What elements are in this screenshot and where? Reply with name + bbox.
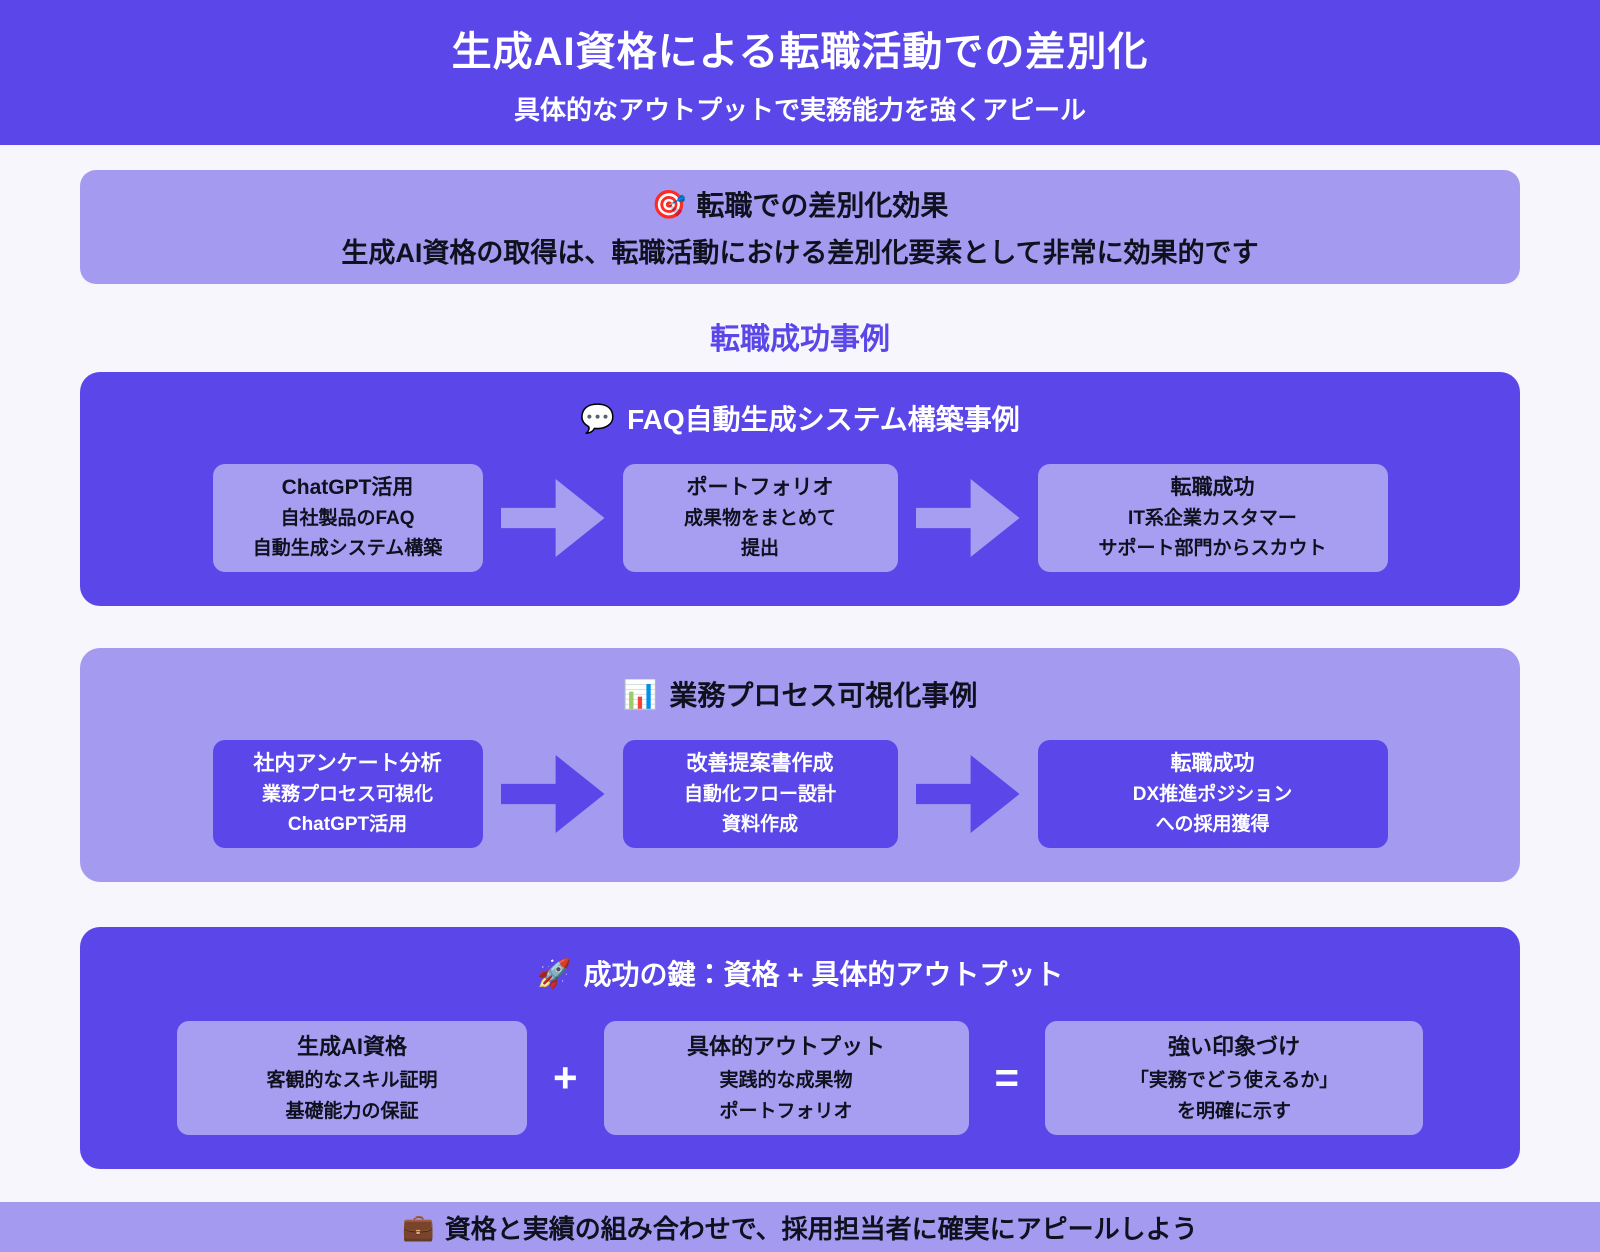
case1-step-2: ポートフォリオ 成果物をまとめて 提出	[622, 464, 898, 572]
footer-banner: 💼 資格と実績の組み合わせで、採用担当者に確実にアピールしよう	[0, 1202, 1600, 1252]
step-line: IT系企業カスタマー	[1128, 508, 1297, 529]
arrow-right-icon	[915, 755, 1020, 833]
formula-line: 強い印象づけ	[1168, 1034, 1301, 1059]
highlight-title: 転職での差別化効果	[696, 190, 949, 221]
step-line: 成果物をまとめて	[683, 508, 836, 529]
highlight-body: 生成AI資格の取得は、転職活動における差別化要素として非常に効果的です	[341, 238, 1259, 268]
formula-item-2: 具体的アウトプット 実践的な成果物 ポートフォリオ	[603, 1021, 969, 1135]
arrow-right-icon	[500, 755, 605, 833]
step-line: 転職成功	[1170, 752, 1255, 775]
case1-title-row: 💬 FAQ自動生成システム構築事例	[80, 398, 1520, 438]
formula-flow: 生成AI資格 客観的なスキル証明 基礎能力の保証 + 具体的アウトプット 実践的…	[80, 1021, 1520, 1135]
page-subtitle: 具体的なアウトプットで実務能力を強くアピール	[513, 94, 1086, 125]
equals-sign: =	[994, 1054, 1020, 1101]
case2-title-row: 📊 業務プロセス可視化事例	[80, 674, 1520, 714]
case1-step-3: 転職成功 IT系企業カスタマー サポート部門からスカウト	[1037, 464, 1388, 572]
step-line: 資料作成	[721, 814, 798, 835]
step-line: 業務プロセス可視化	[261, 784, 433, 805]
briefcase-icon: 💼	[402, 1211, 435, 1242]
step-line: サポート部門からスカウト	[1098, 538, 1327, 559]
step-line: 自社製品のFAQ	[280, 508, 415, 529]
case1-flow: ChatGPT活用 自社製品のFAQ 自動生成システム構築 ポートフォリオ 成果…	[80, 464, 1520, 572]
arrow-right-icon	[915, 479, 1020, 557]
case2-step-1: 社内アンケート分析 業務プロセス可視化 ChatGPT活用	[212, 740, 483, 848]
section-heading: 転職成功事例	[710, 323, 890, 356]
formula-line: 基礎能力の保証	[285, 1101, 419, 1122]
target-icon: 🎯	[651, 188, 687, 220]
bar-chart-icon: 📊	[622, 678, 658, 710]
step-line: への採用獲得	[1155, 814, 1270, 835]
case2-card: 📊 業務プロセス可視化事例 社内アンケート分析 業務プロセス可視化 ChatGP…	[80, 648, 1520, 882]
formula-line: 客観的なスキル証明	[266, 1070, 438, 1091]
step-line: ChatGPT活用	[287, 814, 408, 835]
formula-line: を明確に示す	[1177, 1101, 1292, 1122]
case2-step-3: 転職成功 DX推進ポジション への採用獲得	[1037, 740, 1388, 848]
step-line: 転職成功	[1170, 476, 1255, 499]
step-line: 提出	[740, 538, 779, 559]
page-title: 生成AI資格による転職活動での差別化	[451, 29, 1149, 74]
step-line: ポートフォリオ	[686, 476, 834, 499]
formula-line: 「実務でどう使えるか」	[1129, 1070, 1339, 1091]
step-line: 自動化フロー設計	[683, 784, 836, 805]
case1-card: 💬 FAQ自動生成システム構築事例 ChatGPT活用 自社製品のFAQ 自動生…	[80, 372, 1520, 606]
case2-flow: 社内アンケート分析 業務プロセス可視化 ChatGPT活用 改善提案書作成 自動…	[80, 740, 1520, 848]
formula-line: 実践的な成果物	[719, 1070, 853, 1091]
formula-line: ポートフォリオ	[719, 1101, 853, 1122]
highlight-title-row: 🎯 転職での差別化効果	[100, 184, 1500, 224]
case2-title: 業務プロセス可視化事例	[669, 680, 978, 711]
arrow-right-icon	[500, 479, 605, 557]
rocket-icon: 🚀	[536, 957, 572, 989]
case1-title: FAQ自動生成システム構築事例	[627, 404, 1020, 435]
footer-text: 資格と実績の組み合わせで、採用担当者に確実にアピールしよう	[444, 1213, 1198, 1244]
formula-card: 🚀 成功の鍵：資格 + 具体的アウトプット 生成AI資格 客観的なスキル証明 基…	[80, 927, 1520, 1169]
formula-line: 生成AI資格	[296, 1034, 407, 1059]
speech-balloon-icon: 💬	[580, 402, 616, 434]
plus-sign: +	[552, 1054, 578, 1101]
formula-line: 具体的アウトプット	[686, 1034, 885, 1059]
step-line: 改善提案書作成	[686, 752, 834, 775]
formula-title: 成功の鍵：資格 + 具体的アウトプット	[583, 959, 1064, 990]
case1-step-1: ChatGPT活用 自社製品のFAQ 自動生成システム構築	[212, 464, 483, 572]
formula-item-3: 強い印象づけ 「実務でどう使えるか」 を明確に示す	[1045, 1021, 1424, 1135]
page-header: 生成AI資格による転職活動での差別化 具体的なアウトプットで実務能力を強くアピー…	[0, 0, 1600, 145]
case2-step-2: 改善提案書作成 自動化フロー設計 資料作成	[622, 740, 898, 848]
formula-title-row: 🚀 成功の鍵：資格 + 具体的アウトプット	[80, 953, 1520, 993]
step-line: 社内アンケート分析	[253, 752, 442, 775]
formula-item-1: 生成AI資格 客観的なスキル証明 基礎能力の保証	[176, 1021, 527, 1135]
highlight-banner: 🎯 転職での差別化効果 生成AI資格の取得は、転職活動における差別化要素として非…	[80, 170, 1520, 284]
step-line: 自動生成システム構築	[252, 538, 443, 559]
step-line: ChatGPT活用	[281, 476, 414, 499]
step-line: DX推進ポジション	[1132, 784, 1293, 805]
